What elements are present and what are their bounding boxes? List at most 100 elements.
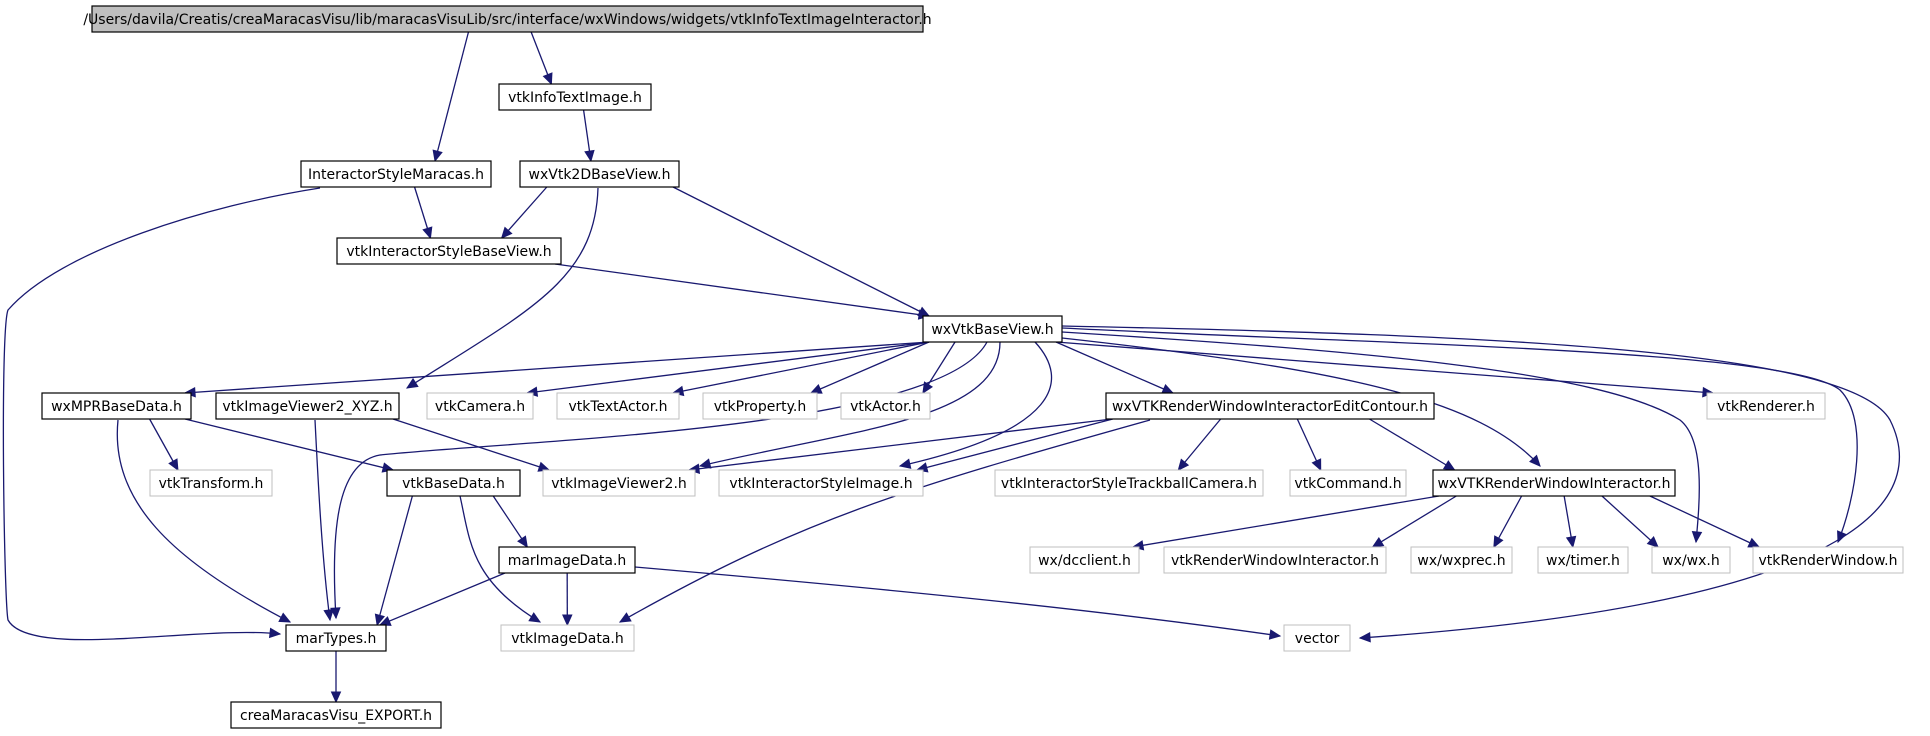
edge-wxVtkBaseView-to-vtkImageViewer2 bbox=[698, 341, 1001, 469]
node-box bbox=[498, 83, 652, 111]
edge-wxVtkBaseView-to-vtkTextActor bbox=[671, 341, 930, 397]
node-vtkImageViewer2_XYZ[interactable]: vtkImageViewer2_XYZ.h bbox=[215, 392, 400, 420]
node-InteractorStyleMaracas[interactable]: InteractorStyleMaracas.h bbox=[300, 160, 492, 188]
edge-line bbox=[688, 418, 1113, 471]
edge-line bbox=[2, 187, 321, 641]
node-box bbox=[1105, 392, 1435, 420]
edge-line bbox=[376, 495, 414, 626]
arrow-head-icon bbox=[432, 149, 443, 163]
node-label: vtkImageData.h bbox=[511, 631, 623, 647]
node-wxtimer: wx/timer.h bbox=[1537, 546, 1629, 574]
node-marTypes[interactable]: marTypes.h bbox=[285, 624, 387, 652]
node-wxwx: wx/wx.h bbox=[1651, 546, 1731, 574]
edge-wxVTKRenderWindowInteractorEditContour-to-vtkImageData bbox=[618, 419, 1151, 623]
node-wxwxprec: wx/wxprec.h bbox=[1410, 546, 1513, 574]
arrow-head-icon bbox=[1747, 537, 1761, 548]
node-label: vector bbox=[1295, 631, 1340, 647]
edge-root-to-vtkInfoTextImage bbox=[530, 31, 553, 86]
node-box bbox=[1651, 546, 1731, 574]
arrow-head-icon bbox=[698, 458, 712, 469]
node-box bbox=[922, 315, 1063, 343]
edge-line bbox=[1177, 418, 1222, 471]
edge-root-to-InteractorStyleMaracas bbox=[432, 31, 470, 163]
node-label: creaMaracasVisu_EXPORT.h bbox=[240, 708, 432, 724]
node-label: vtkRenderWindow.h bbox=[1759, 553, 1898, 569]
edge-line bbox=[526, 341, 930, 394]
node-wxVTKRenderWindowInteractorEditContour[interactable]: wxVTKRenderWindowInteractorEditContour.h bbox=[1105, 392, 1435, 420]
node-vtkInteractorStyleBaseView[interactable]: vtkInteractorStyleBaseView.h bbox=[336, 237, 562, 265]
node-box bbox=[542, 469, 696, 497]
node-label: wx/wxprec.h bbox=[1417, 553, 1505, 569]
edge-line bbox=[619, 419, 1151, 623]
edge-line bbox=[699, 341, 1001, 467]
node-wxVtk2DBaseView[interactable]: wxVtk2DBaseView.h bbox=[519, 160, 680, 188]
node-vtkImageViewer2: vtkImageViewer2.h bbox=[542, 469, 696, 497]
edge-line bbox=[1061, 325, 1901, 639]
node-box bbox=[1537, 546, 1629, 574]
node-root[interactable]: /Users/davila/Creatis/creaMaracasVisu/li… bbox=[83, 5, 932, 33]
node-label: vtkProperty.h bbox=[714, 399, 806, 415]
edge-marTypes-to-creaMaracasVisu_EXPORT bbox=[330, 651, 342, 704]
node-label: marTypes.h bbox=[296, 631, 377, 647]
edge-wxVtkBaseView-to-wxVTKRenderWindowInteractor bbox=[1061, 337, 1541, 467]
arrow-head-icon bbox=[618, 612, 632, 623]
arrow-head-icon bbox=[500, 226, 513, 239]
node-box bbox=[149, 469, 273, 497]
edge-wxVtkBaseView-to-vtkActor bbox=[922, 341, 956, 395]
edge-wxVTKRenderWindowInteractorEditContour-to-vtkCommand bbox=[1296, 418, 1322, 472]
arrow-head-icon bbox=[528, 612, 542, 623]
node-vtkBaseData[interactable]: vtkBaseData.h bbox=[386, 469, 521, 497]
arrow-head-icon bbox=[1177, 458, 1190, 471]
edge-vtkBaseData-to-marTypes bbox=[374, 495, 414, 627]
arrow-head-icon bbox=[168, 458, 179, 472]
node-box bbox=[556, 392, 680, 420]
edge-wxVtkBaseView-to-vtkInteractorStyleImage bbox=[898, 341, 1053, 469]
arrow-head-icon bbox=[922, 381, 934, 395]
node-wxVtkBaseView[interactable]: wxVtkBaseView.h bbox=[922, 315, 1063, 343]
node-vtkInfoTextImage[interactable]: vtkInfoTextImage.h bbox=[498, 83, 652, 111]
edge-marImageData-to-vector bbox=[634, 566, 1282, 640]
edge-InteractorStyleMaracas-to-marTypes bbox=[2, 187, 321, 641]
node-wxVTKRenderWindowInteractor[interactable]: wxVTKRenderWindowInteractor.h bbox=[1432, 469, 1676, 497]
edge-line bbox=[1649, 495, 1760, 548]
node-label: vtkBaseData.h bbox=[402, 476, 505, 492]
arrow-head-icon bbox=[1529, 454, 1541, 467]
node-box bbox=[500, 624, 635, 652]
node-vtkImageData: vtkImageData.h bbox=[500, 624, 635, 652]
edge-line bbox=[116, 419, 291, 623]
node-label: vtkInteractorStyleBaseView.h bbox=[346, 244, 551, 260]
edge-wxVtkBaseView-to-vector bbox=[1061, 325, 1901, 643]
arrow-head-icon bbox=[422, 226, 433, 240]
nodes-layer: /Users/davila/Creatis/creaMaracasVisu/li… bbox=[41, 5, 1904, 729]
arrow-head-icon bbox=[898, 458, 912, 469]
edge-line bbox=[1372, 495, 1457, 548]
node-box bbox=[1289, 469, 1407, 497]
arrow-head-icon bbox=[374, 613, 385, 627]
edge-wxVTKRenderWindowInteractor-to-wxwx bbox=[1601, 495, 1659, 548]
node-vtkRenderer: vtkRenderer.h bbox=[1706, 392, 1826, 420]
node-box bbox=[718, 469, 924, 497]
node-label: wxVtk2DBaseView.h bbox=[529, 167, 671, 183]
node-creaMaracasVisu_EXPORT[interactable]: creaMaracasVisu_EXPORT.h bbox=[230, 701, 442, 729]
node-vector: vector bbox=[1283, 624, 1351, 652]
node-box bbox=[41, 392, 192, 420]
edge-line bbox=[810, 341, 930, 394]
edge-line bbox=[916, 418, 1114, 471]
edge-vtkImageViewer2_XYZ-to-vtkImageViewer2 bbox=[392, 418, 551, 472]
node-label: vtkInteractorStyleImage.h bbox=[729, 476, 912, 492]
node-box bbox=[1283, 624, 1351, 652]
node-box bbox=[702, 392, 818, 420]
node-label: wxMPRBaseData.h bbox=[51, 399, 182, 415]
edge-line bbox=[1601, 495, 1659, 548]
edge-line bbox=[1061, 331, 1700, 543]
edge-wxMPRBaseData-to-vtkTransform bbox=[149, 418, 179, 472]
node-box bbox=[426, 392, 534, 420]
node-label: vtkInteractorStyleTrackballCamera.h bbox=[1001, 476, 1257, 492]
edge-vtkInteractorStyleBaseView-to-wxVtkBaseView bbox=[554, 263, 931, 320]
arrow-head-icon bbox=[584, 149, 595, 163]
node-wxMPRBaseData[interactable]: wxMPRBaseData.h bbox=[41, 392, 192, 420]
node-vtkTextActor: vtkTextActor.h bbox=[556, 392, 680, 420]
arrow-head-icon bbox=[1646, 536, 1659, 548]
node-box bbox=[215, 392, 400, 420]
node-marImageData[interactable]: marImageData.h bbox=[498, 546, 636, 574]
